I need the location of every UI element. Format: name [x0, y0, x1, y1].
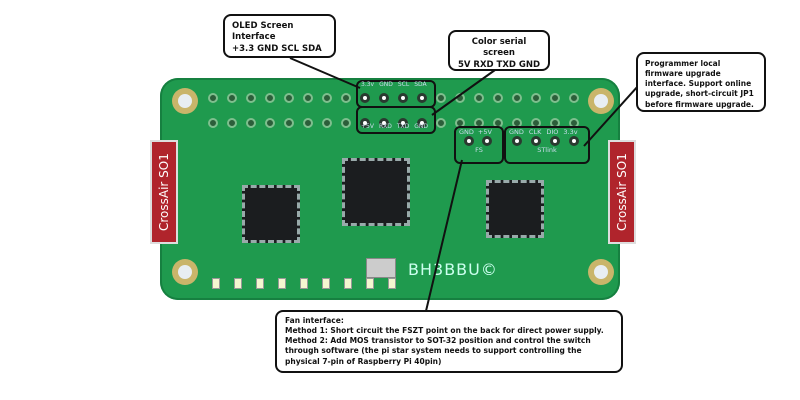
header-pin — [569, 93, 579, 103]
header-pin — [360, 118, 370, 128]
fs-header: GND+5V FS — [454, 126, 504, 164]
silk-label: FS — [475, 146, 483, 154]
mounting-hole — [588, 259, 614, 285]
header-pin — [474, 93, 484, 103]
status-led — [388, 278, 396, 289]
header-pin — [341, 118, 351, 128]
header-pin — [322, 118, 332, 128]
board-brand-label: BH3BBU© — [408, 260, 498, 279]
silk-label: GND — [379, 81, 393, 88]
mcu-chip — [342, 158, 410, 226]
header-pin — [265, 118, 275, 128]
callout-pins: +3.3 GND SCL SDA — [232, 43, 322, 54]
status-led — [366, 278, 374, 289]
silk-label: SCL — [397, 81, 410, 88]
header-pin — [246, 93, 256, 103]
header-pin — [322, 93, 332, 103]
callout-method-1: Method 1: Short circuit the FSZT point o… — [285, 326, 604, 336]
mounting-hole — [172, 88, 198, 114]
silk-label: SDA — [414, 81, 427, 88]
serial-pins-highlight — [356, 106, 436, 134]
oled-leader-line — [289, 57, 361, 89]
chip — [486, 180, 544, 238]
silk-label: 3.3v — [361, 81, 375, 88]
silk-label: GND — [459, 128, 474, 136]
callout-title: Color serial screen — [471, 37, 527, 59]
silk-label: TXD — [396, 123, 410, 130]
programmer-callout: Programmer local firmware upgrade interf… — [636, 52, 766, 112]
status-led — [278, 278, 286, 289]
status-leds — [212, 278, 396, 289]
programmer-leader-line — [583, 85, 639, 147]
silk-label: RXD — [378, 123, 392, 130]
header-pin — [379, 93, 389, 103]
serial-leader-line — [431, 69, 496, 116]
header-pin — [265, 93, 275, 103]
fan-callout: Fan interface: Method 1: Short circuit t… — [275, 310, 623, 373]
mounting-hole — [588, 88, 614, 114]
silk-label: GND — [414, 123, 429, 130]
callout-text: Programmer local firmware upgrade interf… — [645, 59, 754, 109]
header-pin — [379, 118, 389, 128]
callout-pins: 5V RXD TXD GND — [457, 59, 541, 70]
header-pin — [436, 93, 446, 103]
oled-silk: 3.3v GND SCL SDA — [361, 81, 427, 88]
status-led — [344, 278, 352, 289]
callout-title: Fan interface: — [285, 316, 344, 325]
status-led — [212, 278, 220, 289]
oled-callout: OLED Screen Interface +3.3 GND SCL SDA — [223, 14, 336, 58]
silk-label: GND — [509, 128, 524, 136]
silk-label: DIO — [546, 128, 559, 136]
header-pin — [531, 93, 541, 103]
callout-title: OLED Screen Interface — [232, 21, 294, 43]
silk-label: CLK — [528, 128, 542, 136]
stlink-header: GND CLK DIO 3.3v STlink — [504, 126, 590, 164]
status-led — [322, 278, 330, 289]
callout-method-2: Method 2: Add MOS transistor to SOT-32 p… — [285, 336, 591, 366]
header-pin — [227, 118, 237, 128]
header-pin — [303, 93, 313, 103]
header-pin — [341, 93, 351, 103]
header-pin — [493, 93, 503, 103]
status-led — [234, 278, 242, 289]
serial-silk: +5V RXD TXD GND — [361, 123, 428, 130]
chip — [242, 185, 300, 243]
color-serial-callout: Color serial screen 5V RXD TXD GND — [448, 30, 550, 71]
header-pin — [398, 93, 408, 103]
header-pin — [246, 118, 256, 128]
header-pin — [550, 93, 560, 103]
fan-leader-line — [425, 159, 463, 312]
header-pin — [436, 118, 446, 128]
header-pin — [284, 118, 294, 128]
header-pin — [417, 93, 427, 103]
mounting-hole — [172, 259, 198, 285]
header-pin — [284, 93, 294, 103]
silk-label: +5V — [477, 128, 492, 136]
status-led — [300, 278, 308, 289]
silk-label: 3.3v — [563, 128, 578, 136]
header-pin — [303, 118, 313, 128]
header-pin — [208, 118, 218, 128]
silk-label: STlink — [537, 146, 557, 154]
header-pin — [227, 93, 237, 103]
silk-label: +5V — [361, 123, 374, 130]
header-pin — [398, 118, 408, 128]
status-led — [256, 278, 264, 289]
header-pin — [417, 118, 427, 128]
header-pin — [360, 93, 370, 103]
header-pin — [512, 93, 522, 103]
header-pin — [208, 93, 218, 103]
crystal — [366, 258, 396, 278]
